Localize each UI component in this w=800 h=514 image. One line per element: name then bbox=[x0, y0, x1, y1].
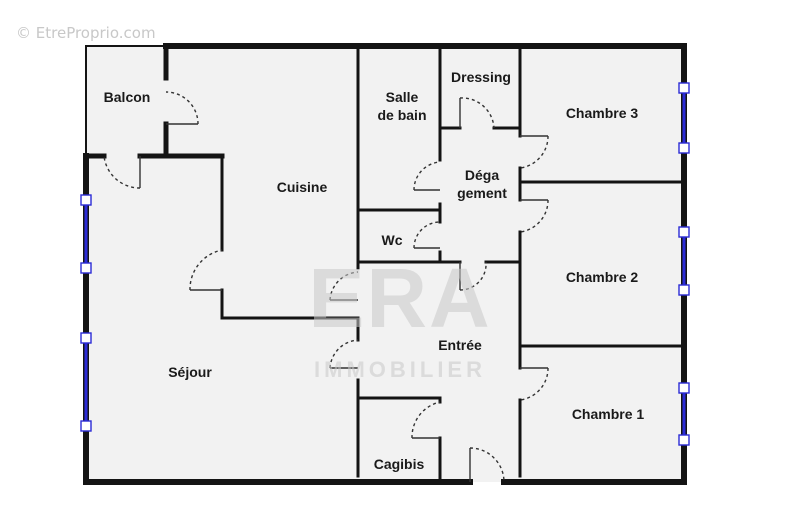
watermark-brand: ERA bbox=[308, 251, 492, 345]
doors bbox=[103, 91, 549, 483]
room-label-dressing: Dressing bbox=[451, 69, 511, 85]
room-label-degagement-line2: gement bbox=[457, 185, 507, 201]
room-label-entree: Entrée bbox=[438, 337, 482, 353]
door-swing-cagibis bbox=[411, 401, 441, 439]
windows bbox=[80, 82, 690, 446]
room-label-salle-de-bain-line2: de bain bbox=[377, 107, 427, 123]
room-label-salle-de-bain: Salle de bain bbox=[364, 88, 440, 124]
room-label-cagibis: Cagibis bbox=[373, 456, 425, 472]
window-post bbox=[678, 226, 690, 238]
window-post bbox=[678, 284, 690, 296]
door-swing-wc bbox=[413, 221, 441, 249]
window-post bbox=[80, 262, 92, 274]
watermark-site: © EtreProprio.com bbox=[16, 24, 156, 42]
floor-area bbox=[86, 46, 684, 482]
room-label-chambre-2: Chambre 2 bbox=[565, 269, 639, 285]
room-label-degagement: Déga gement bbox=[444, 166, 520, 202]
window-post bbox=[678, 82, 690, 94]
room-label-balcon: Balcon bbox=[103, 89, 151, 105]
room-label-salle-de-bain-line1: Salle bbox=[385, 89, 419, 105]
door-swing-sejour-balcony bbox=[103, 155, 141, 189]
door-swing-front bbox=[469, 447, 505, 483]
door-swing-balcony bbox=[165, 91, 199, 125]
window-post bbox=[80, 194, 92, 206]
door-swing-deg bbox=[459, 261, 487, 291]
watermark-brand-sub: IMMOBILIER bbox=[314, 357, 486, 382]
window-post bbox=[80, 420, 92, 432]
door-swing-bath bbox=[413, 161, 441, 191]
door-swing-entry-2 bbox=[329, 339, 359, 369]
balcony-floor bbox=[86, 46, 166, 156]
door-swing-kitchen bbox=[189, 249, 223, 291]
door-swing-entry-1 bbox=[329, 271, 359, 301]
window-post bbox=[80, 332, 92, 344]
room-label-wc: Wc bbox=[381, 232, 403, 248]
room-label-degagement-line1: Déga bbox=[464, 167, 500, 183]
door-swing-dressing bbox=[459, 97, 495, 129]
room-label-chambre-1: Chambre 1 bbox=[571, 406, 645, 422]
room-label-chambre-3: Chambre 3 bbox=[565, 105, 639, 121]
window-post bbox=[678, 142, 690, 154]
window-post bbox=[678, 382, 690, 394]
window-post bbox=[678, 434, 690, 446]
room-label-sejour: Séjour bbox=[168, 364, 212, 380]
room-label-cuisine: Cuisine bbox=[276, 179, 328, 195]
